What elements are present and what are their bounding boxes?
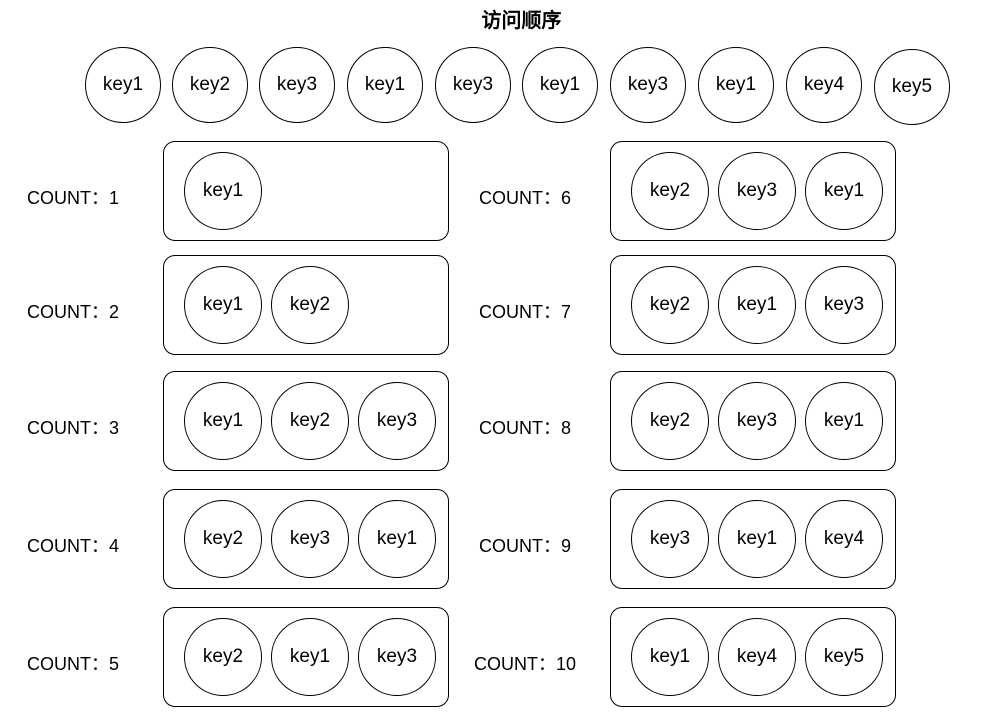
cache-key-node: key3 bbox=[271, 500, 349, 578]
cache-key-node: key3 bbox=[805, 266, 883, 344]
sequence-node: key4 bbox=[786, 47, 862, 123]
cache-key-node: key3 bbox=[718, 152, 796, 230]
count-label: COUNT：8 bbox=[479, 418, 572, 438]
count-label: COUNT：9 bbox=[479, 536, 572, 556]
cache-key-node: key3 bbox=[358, 382, 436, 460]
cache-key-node: key2 bbox=[631, 266, 709, 344]
count-label: COUNT：2 bbox=[27, 302, 120, 322]
cache-key-node: key2 bbox=[271, 266, 349, 344]
cache-key-node: key2 bbox=[271, 382, 349, 460]
cache-key-node: key3 bbox=[358, 618, 436, 696]
count-label: COUNT：10 bbox=[474, 654, 577, 674]
cache-key-node: key4 bbox=[718, 618, 796, 696]
diagram-title: 访问顺序 bbox=[481, 8, 562, 32]
sequence-node: key2 bbox=[172, 47, 248, 123]
cache-key-node: key1 bbox=[358, 500, 436, 578]
count-label: COUNT：3 bbox=[27, 418, 120, 438]
cache-key-node: key2 bbox=[631, 152, 709, 230]
cache-key-node: key2 bbox=[184, 500, 262, 578]
cache-key-node: key1 bbox=[271, 618, 349, 696]
cache-key-node: key4 bbox=[805, 500, 883, 578]
sequence-node: key3 bbox=[435, 47, 511, 123]
sequence-node: key1 bbox=[522, 47, 598, 123]
cache-key-node: key3 bbox=[631, 500, 709, 578]
cache-key-node: key1 bbox=[805, 152, 883, 230]
sequence-node: key3 bbox=[610, 47, 686, 123]
cache-key-node: key2 bbox=[631, 382, 709, 460]
sequence-node: key3 bbox=[259, 47, 335, 123]
cache-key-node: key1 bbox=[184, 152, 262, 230]
count-label: COUNT：6 bbox=[479, 188, 572, 208]
count-label: COUNT：4 bbox=[27, 536, 120, 556]
cache-key-node: key1 bbox=[184, 382, 262, 460]
cache-key-node: key1 bbox=[718, 266, 796, 344]
sequence-node: key1 bbox=[698, 47, 774, 123]
cache-key-node: key1 bbox=[805, 382, 883, 460]
cache-key-node: key1 bbox=[631, 618, 709, 696]
cache-key-node: key1 bbox=[718, 500, 796, 578]
cache-key-node: key1 bbox=[184, 266, 262, 344]
cache-key-node: key3 bbox=[718, 382, 796, 460]
sequence-node: key5 bbox=[874, 49, 950, 125]
count-label: COUNT：5 bbox=[27, 654, 120, 674]
cache-key-node: key5 bbox=[805, 618, 883, 696]
cache-box: key1 bbox=[163, 141, 449, 241]
sequence-node: key1 bbox=[347, 47, 423, 123]
sequence-node: key1 bbox=[85, 47, 161, 123]
count-label: COUNT：7 bbox=[479, 302, 572, 322]
count-label: COUNT：1 bbox=[27, 188, 120, 208]
cache-key-node: key2 bbox=[184, 618, 262, 696]
